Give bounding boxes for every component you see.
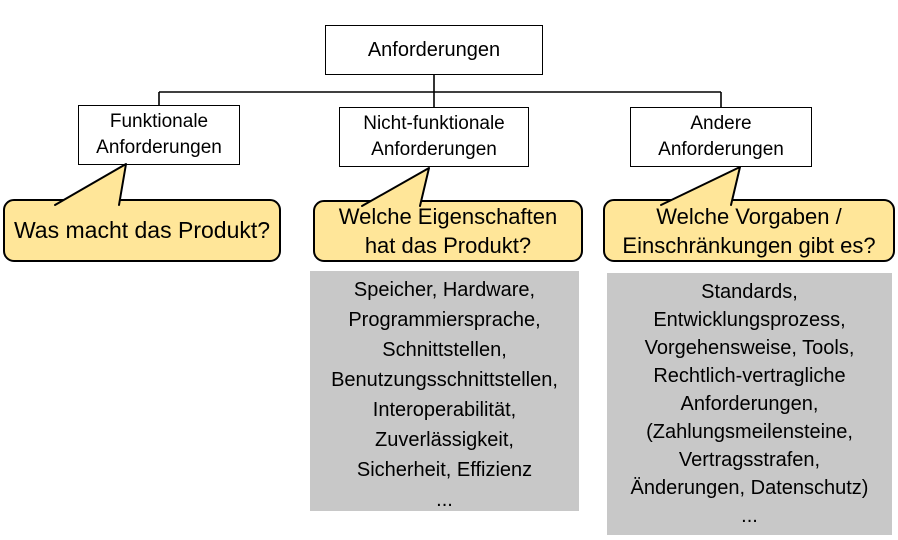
node-funktionale-anforderungen: Funktionale Anforderungen bbox=[78, 105, 240, 165]
tree-connectors bbox=[158, 75, 722, 107]
node-andere-anforderungen: Andere Anforderungen bbox=[630, 107, 812, 167]
examples-andere: Standards, Entwicklungsprozess, Vorgehen… bbox=[607, 273, 892, 535]
examples-nicht-funktionale: Speicher, Hardware, Programmiersprache, … bbox=[310, 271, 579, 511]
node-anforderungen: Anforderungen bbox=[325, 25, 543, 75]
speech-bubble-andere: Welche Vorgaben / Einschränkungen gibt e… bbox=[603, 199, 895, 262]
node-nicht-funktionale-anforderungen: Nicht-funktionale Anforderungen bbox=[339, 107, 529, 167]
speech-bubble-funktionale: Was macht das Produkt? bbox=[3, 199, 281, 262]
speech-bubble-nicht-funktionale: Welche Eigenschaften hat das Produkt? bbox=[313, 200, 583, 262]
